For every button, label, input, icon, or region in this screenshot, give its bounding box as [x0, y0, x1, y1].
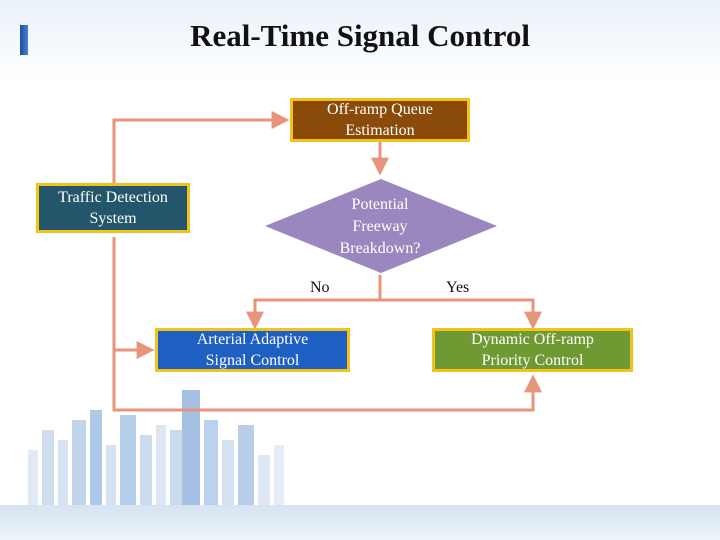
feedback-loop-line — [112, 237, 542, 412]
traffic-detection-line-2: System — [89, 210, 137, 227]
dynamic-offramp-line-1: Dynamic Off-ramp — [471, 331, 594, 348]
city-skyline-icon — [28, 390, 284, 505]
decision-diamond — [265, 179, 497, 273]
arterial-adaptive-line-2: Signal Control — [205, 352, 300, 369]
decision-line-2: Freeway — [352, 218, 408, 235]
branch-label-no: No — [310, 279, 330, 296]
decision-line-3: Breakdown? — [339, 240, 421, 257]
decision-text: Potential Freeway Breakdown? — [320, 194, 440, 260]
queue-estimation-line-1: Off-ramp Queue — [327, 101, 433, 118]
branch-label-yes: Yes — [446, 279, 470, 296]
queue-estimation-line-2: Estimation — [345, 122, 415, 139]
arterial-adaptive-box: Arterial Adaptive Signal Control — [155, 328, 350, 372]
traffic-detection-line-1: Traffic Detection — [58, 189, 168, 206]
header-background — [0, 0, 720, 80]
decision-branch-line — [246, 275, 382, 330]
arterial-adaptive-line-1: Arterial Adaptive — [196, 331, 309, 348]
yes-branch-line — [380, 298, 542, 330]
decision-line-1: Potential — [351, 196, 409, 213]
detection-to-queue-line — [112, 111, 290, 183]
queue-estimation-box: Off-ramp Queue Estimation — [290, 98, 470, 142]
footer-band — [0, 505, 720, 540]
slide-title: Real-Time Signal Control — [190, 18, 530, 53]
dynamic-offramp-line-2: Priority Control — [481, 352, 584, 369]
dynamic-offramp-box: Dynamic Off-ramp Priority Control — [432, 328, 633, 372]
title-accent-bar — [20, 25, 28, 55]
traffic-detection-box: Traffic Detection System — [36, 183, 190, 233]
